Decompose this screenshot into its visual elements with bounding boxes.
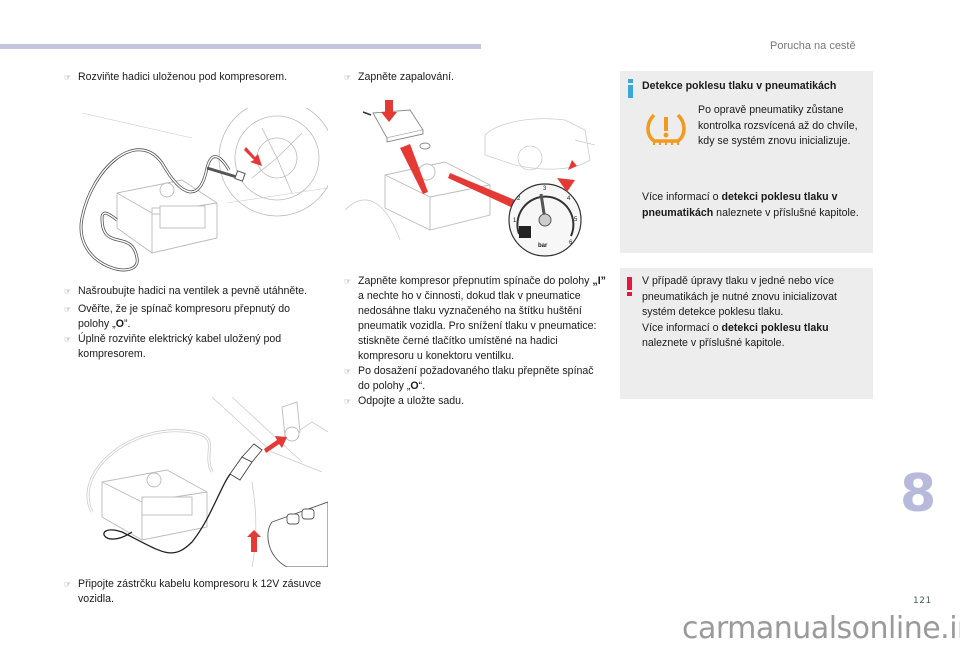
warning-box-reinit: V případě úpravy tlaku v jedné nebo více… — [620, 268, 873, 399]
gauge-tick-3: 3 — [543, 186, 547, 192]
header-accent-bar — [0, 44, 481, 49]
left-step-1: ☞ Rozviňte hadici uloženou pod kompresore… — [64, 70, 314, 85]
illustration-compressor-gauge: 1 2 3 4 5 6 bar — [344, 100, 600, 260]
gauge-tick-5: 5 — [574, 217, 578, 223]
middle-step-3: ☞ Po dosažení požadovaného tlaku přepněte… — [344, 364, 606, 394]
more-text: naleznete v příslušné kapitole. — [713, 206, 859, 219]
pointing-hand-icon: ☞ — [344, 73, 352, 82]
illustration-hose-to-wheel — [72, 99, 336, 278]
warning-text: V případě úpravy tlaku v jedné nebo více… — [642, 275, 837, 318]
step-text: a nechte ho v činnosti, dokud tlak v pne… — [358, 290, 597, 362]
step-text: Po dosažení požadovaného tlaku přepněte … — [358, 365, 594, 392]
more-bold: detekci poklesu tlaku v pneumatikách — [642, 191, 838, 219]
warning-box-text: V případě úpravy tlaku v jedné nebo více… — [642, 274, 872, 352]
gauge-tick-2: 2 — [517, 196, 521, 202]
info-box-title: Detekce poklesu tlaku v pneumatikách — [642, 80, 837, 92]
left-steps-2-4: ☞ Našroubujte hadici na ventilek a pevně … — [64, 284, 324, 362]
step-text: Připojte zástrčku kabelu kompresoru k 12… — [78, 578, 322, 605]
step-text: Úplně rozviňte elektrický kabel uložený … — [78, 333, 282, 360]
more-bold: detekci poklesu tlaku — [721, 321, 829, 334]
more-text: Více informací o — [642, 191, 722, 203]
pointing-hand-icon: ☞ — [64, 305, 72, 314]
watermark[interactable]: carmanualsonline.info — [682, 611, 960, 646]
left-step-5: ☞ Připojte zástrčku kabelu kompresoru k 1… — [64, 577, 334, 607]
left-step-3: ☞ Ověřte, že je spínač kompresoru přepnut… — [64, 302, 324, 332]
pointing-hand-icon: ☞ — [64, 335, 72, 344]
info-icon — [628, 79, 633, 98]
step-bold: O — [115, 318, 124, 330]
middle-step-2: ☞ Zapněte kompresor přepnutím spínače do … — [344, 274, 606, 364]
more-text: Více informací o — [642, 321, 722, 334]
illustration-plug-to-socket — [72, 392, 329, 568]
middle-steps-2-4: ☞ Zapněte kompresor přepnutím spínače do … — [344, 274, 606, 409]
more-text: naleznete v příslušné kapitole. — [642, 337, 785, 349]
step-text: Odpojte a uložte sadu. — [358, 395, 465, 407]
pointing-hand-icon: ☞ — [64, 73, 72, 82]
pointing-hand-icon: ☞ — [344, 277, 352, 286]
step-bold: „I” — [592, 275, 606, 287]
gauge-tick-1: 1 — [513, 218, 517, 224]
step-text: Ověřte, že je spínač kompresoru přepnutý… — [78, 303, 290, 330]
step-text: Zapněte kompresor přepnutím spínače do p… — [358, 275, 593, 287]
step-text: “. — [418, 380, 426, 392]
gauge-unit-label: bar — [538, 243, 548, 249]
chapter-number: 8 — [900, 464, 937, 524]
step-text: ”. — [123, 318, 131, 330]
pointing-hand-icon: ☞ — [64, 287, 72, 296]
tpms-warning-icon — [646, 111, 686, 147]
chapter-title: Porucha na cestě — [770, 40, 856, 52]
info-box-tpms: Detekce poklesu tlaku v pneumatikách Po … — [620, 71, 873, 253]
left-step-4: ☞ Úplně rozviňte elektrický kabel uložený… — [64, 332, 324, 362]
step-bold: O — [410, 380, 419, 392]
exclamation-icon — [627, 277, 632, 296]
info-box-warning-text: Po opravě pneumatiky zůstane kontrolka r… — [698, 104, 858, 147]
pointing-hand-icon: ☞ — [344, 367, 352, 376]
gauge-tick-4: 4 — [567, 196, 571, 202]
pointing-hand-icon: ☞ — [64, 580, 72, 589]
middle-step-4: ☞ Odpojte a uložte sadu. — [344, 394, 606, 409]
page-number: 121 — [913, 596, 932, 606]
pointing-hand-icon: ☞ — [344, 397, 352, 406]
step-text: Našroubujte hadici na ventilek a pevně u… — [78, 285, 308, 297]
gauge-tick-6: 6 — [569, 240, 573, 246]
step-text: Zapněte zapalování. — [358, 71, 455, 83]
step-text: Rozviňte hadici uloženou pod kompresorem… — [78, 71, 288, 83]
middle-step-1: ☞ Zapněte zapalování. — [344, 70, 594, 85]
info-box-more-text: Více informací o detekci poklesu tlaku v… — [642, 190, 870, 221]
left-step-2: ☞ Našroubujte hadici na ventilek a pevně … — [64, 284, 324, 299]
